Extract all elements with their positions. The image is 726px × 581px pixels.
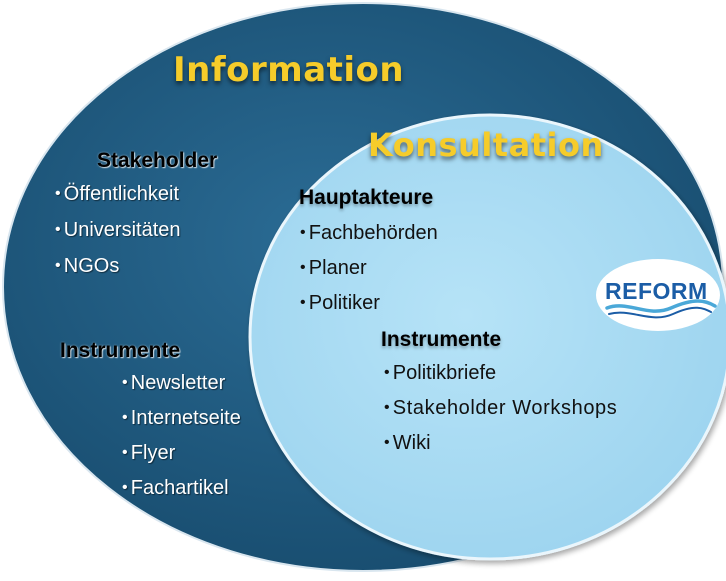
outer-instrument-item: Internetseite [122,408,241,428]
information-title: Information [173,50,405,90]
reform-logo-text: REFORM [605,278,708,304]
inner-instrument-item: Stakeholder Workshops [384,398,617,418]
inner-instrument-item: Wiki [384,433,431,453]
inner-instrumente-heading: Instrumente [381,328,502,351]
outer-instrument-item: Flyer [122,443,175,463]
stakeholder-item: Universitäten [55,220,181,240]
stakeholder-item: NGOs [55,256,120,276]
hauptakteure-heading: Hauptakteure [299,186,434,209]
stakeholder-heading: Stakeholder [97,149,218,172]
outer-instrument-item: Newsletter [122,373,225,393]
konsultation-title: Konsultation [368,126,604,164]
reform-logo-badge-shape [596,259,720,331]
outer-instrumente-heading: Instrumente [60,339,181,362]
hauptakteur-item: Fachbehörden [300,223,438,243]
hauptakteur-item: Politiker [300,293,380,313]
stakeholder-item: Öffentlichkeit [55,184,179,204]
outer-instrument-item: Fachartikel [122,478,229,498]
reform-logo: REFORM [593,256,723,334]
inner-instrument-item: Politikbriefe [384,363,496,383]
hauptakteur-item: Planer [300,258,367,278]
